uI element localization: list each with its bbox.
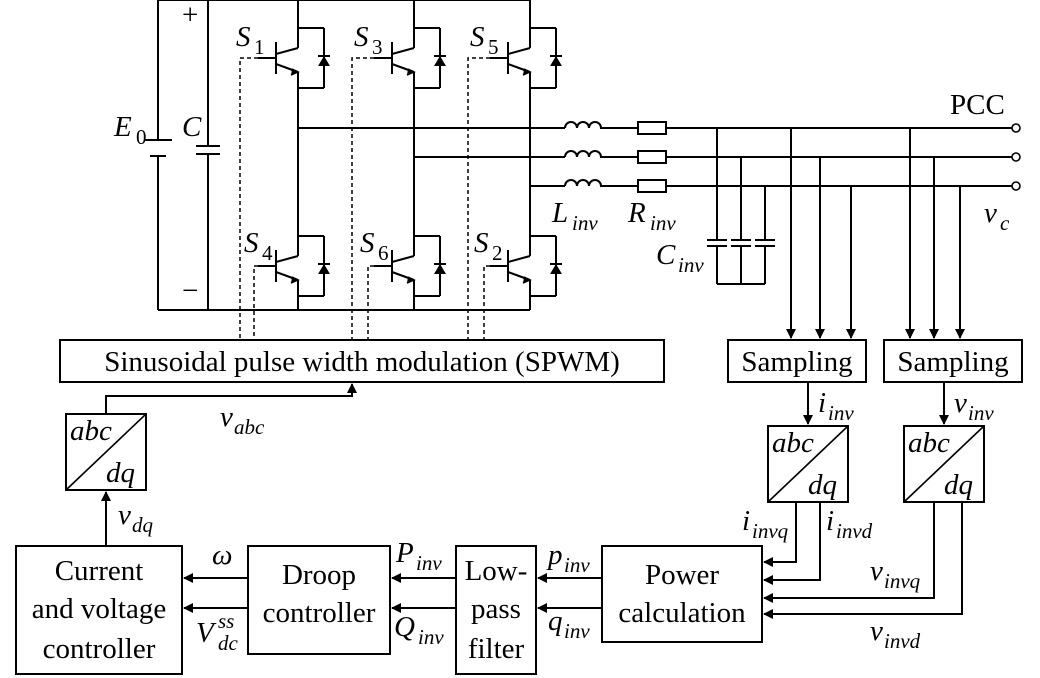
switch-label-sub: 4 — [262, 241, 273, 265]
v-abc-sub: abc — [234, 415, 265, 439]
switch-labels: S 1 S 3 S 5 S 4 S 6 S 2 — [236, 21, 503, 265]
droop-line: Droop — [282, 559, 356, 591]
svg-text:abc: abc — [772, 427, 814, 459]
i-inv-sub: inv — [828, 401, 854, 425]
source-label: E — [113, 111, 132, 143]
abc-dq-transform-current: abc dq — [767, 425, 849, 503]
switch-label: S — [354, 21, 369, 53]
sampling-voltage-block — [883, 339, 1023, 383]
sampling-current-block — [727, 339, 867, 383]
p-inv-sub: inv — [564, 553, 590, 577]
svg-text:dq: dq — [106, 457, 135, 489]
dc-capacitor — [196, 0, 220, 310]
switch-label-sub: 2 — [492, 241, 503, 265]
svg-text:abc: abc — [908, 427, 950, 459]
low-pass-filter-block — [455, 545, 537, 675]
v-dq-label: v — [118, 499, 131, 531]
abc-dq-transform-voltage: abc dq — [903, 425, 985, 503]
spwm-block — [59, 339, 665, 383]
switch-label: S — [474, 227, 489, 259]
vdc-sub: dc — [218, 631, 239, 655]
lpf-line: filter — [468, 633, 525, 665]
q-inv-label: q — [548, 605, 563, 637]
i-invd-label: i — [826, 505, 834, 537]
i-inv-label: i — [818, 387, 826, 419]
svg-text:dq: dq — [944, 469, 973, 501]
vdc-sup: ss — [218, 609, 234, 633]
power-calc-line: calculation — [618, 597, 746, 629]
v-inv-label: v — [954, 387, 967, 419]
cv-controller-line: and voltage — [32, 593, 166, 625]
resistor-label: R — [627, 197, 646, 229]
switch-label: S — [244, 227, 259, 259]
v-invd-label: v — [870, 615, 883, 647]
power-calc-line: Power — [645, 559, 719, 591]
pcc-label: PCC — [950, 89, 1005, 121]
switch-label: S — [470, 21, 485, 53]
capacitor-label: C — [182, 111, 202, 143]
cv-controller-line: controller — [43, 633, 156, 665]
Q-inv-sub: inv — [418, 625, 444, 649]
plus-sign: + — [182, 0, 198, 31]
sampling-taps — [786, 128, 965, 339]
filter-capacitors — [707, 128, 775, 285]
droop-line: controller — [263, 597, 376, 629]
inductor-label: L — [551, 197, 568, 229]
p-inv-label: p — [546, 539, 563, 571]
filter-capacitor-label-sub: inv — [678, 253, 704, 277]
v-invd-sub: invd — [884, 629, 921, 653]
P-inv-label: P — [395, 537, 414, 569]
lpf-line: pass — [471, 593, 521, 625]
switch-label-sub: 6 — [378, 241, 389, 265]
i-invd-sub: invd — [836, 519, 873, 543]
v-invq-sub: invq — [884, 569, 921, 593]
omega-label: ω — [212, 539, 232, 571]
v-invq-label: v — [870, 555, 883, 587]
q-inv-sub: inv — [564, 619, 590, 643]
v-abc-label: v — [220, 401, 233, 433]
switch-label: S — [236, 21, 251, 53]
i-invq-label: i — [742, 505, 750, 537]
v-inv-sub: inv — [968, 401, 994, 425]
abc-dq-transform-control: abc dq — [65, 413, 147, 491]
inverter-bridge — [257, 0, 565, 310]
vc-label: v — [984, 197, 997, 229]
inductor-label-sub: inv — [572, 211, 598, 235]
filter-capacitor-label: C — [656, 239, 676, 271]
resistors — [637, 121, 1012, 193]
sampling-current-label: Sampling — [741, 346, 852, 378]
vc-label-sub: c — [1000, 211, 1010, 235]
vdc-label: V — [196, 617, 217, 649]
switch-label-sub: 3 — [372, 35, 383, 59]
switch-label-sub: 5 — [488, 35, 499, 59]
v-dq-sub: dq — [132, 513, 154, 537]
pcc-terminals — [1011, 123, 1021, 191]
sampling-voltage-label: Sampling — [897, 346, 1008, 378]
current-voltage-controller-block — [15, 545, 183, 675]
droop-controller-block — [247, 545, 391, 655]
switch-label-sub: 1 — [254, 35, 265, 59]
inductors — [564, 121, 638, 187]
i-invq-sub: invq — [752, 519, 789, 543]
resistor-label-sub: inv — [650, 211, 676, 235]
minus-sign: − — [182, 275, 198, 307]
Q-inv-label: Q — [394, 611, 415, 643]
lpf-line: Low- — [465, 555, 528, 587]
cv-controller-line: Current — [55, 555, 144, 587]
P-inv-sub: inv — [416, 551, 442, 575]
spwm-label: Sinusoidal pulse width modulation (SPWM) — [104, 346, 620, 378]
dq-feedback-paths — [763, 502, 963, 619]
source-label-sub: 0 — [136, 125, 147, 149]
gate-signal-lines — [239, 57, 490, 340]
power-calculation-block — [601, 545, 763, 643]
switch-label: S — [360, 227, 375, 259]
svg-text:abc: abc — [70, 415, 112, 447]
svg-text:dq: dq — [808, 469, 837, 501]
